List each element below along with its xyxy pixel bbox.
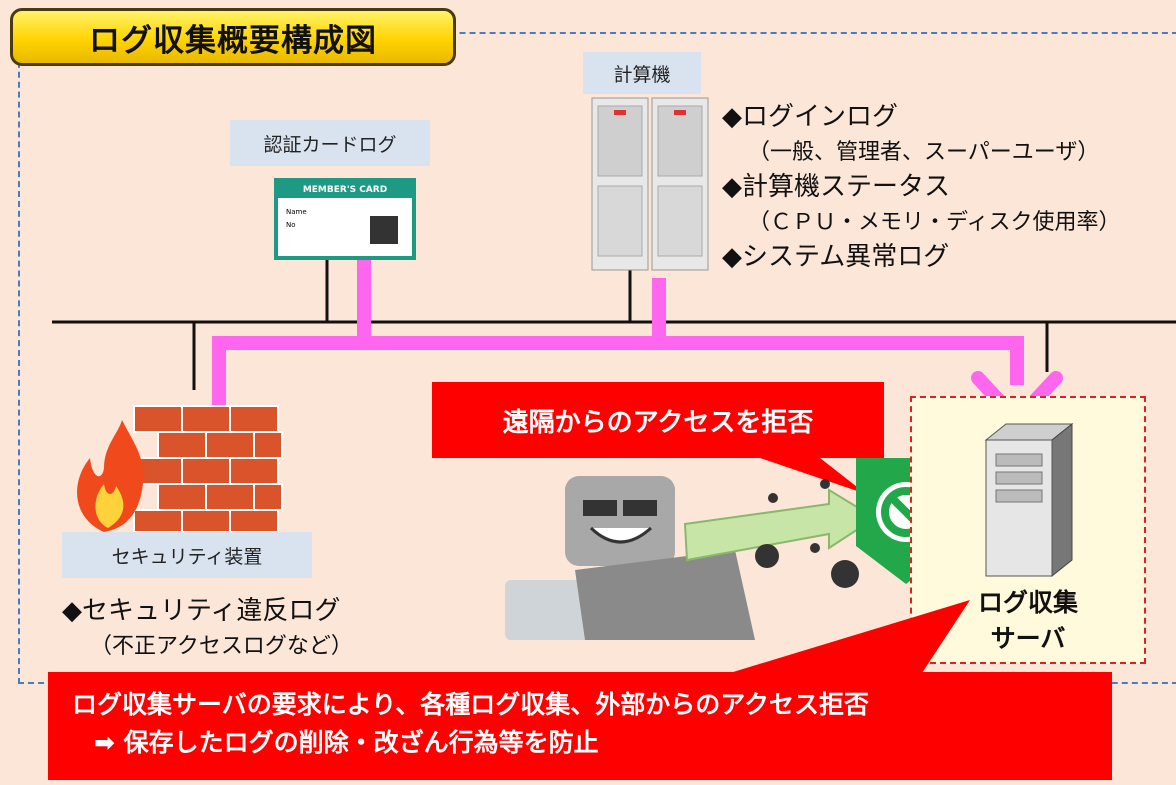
diagram-title: ログ収集概要構成図: [10, 8, 456, 66]
remote-callout-pointer: [760, 458, 866, 494]
remote-access-denied-callout: 遠隔からのアクセスを拒否: [432, 382, 884, 458]
card-chip: [370, 216, 398, 244]
member-card-icon: MEMBER'S CARD Name No: [274, 178, 416, 260]
computer-log-status-note: （ＣＰＵ・メモリ・ディスク使用率）: [748, 210, 1121, 235]
log-server-label-line2: サーバ: [990, 624, 1066, 653]
summary-callout-pointer: [720, 600, 970, 676]
log-server-label: ログ収集 サーバ: [910, 585, 1146, 657]
security-violation-log: ◆セキュリティ違反ログ: [62, 596, 341, 626]
summary-line1: ログ収集サーバの要求により、各種ログ収集、外部からのアクセス拒否: [72, 690, 870, 719]
computer-log-login-note: （一般、管理者、スーパーユーザ）: [748, 140, 1100, 165]
summary-callout: ログ収集サーバの要求により、各種ログ収集、外部からのアクセス拒否 ➡ 保存したロ…: [48, 672, 1112, 780]
robot-attacker-icon: [505, 476, 877, 640]
card-no-field: No: [286, 221, 296, 229]
computer-log-status: ◆計算機ステータス: [722, 172, 950, 202]
log-server-label-line1: ログ収集: [977, 588, 1078, 617]
log-server-icon: [984, 422, 1074, 578]
computer-rack-icon: [591, 97, 709, 271]
summary-line2: ➡ 保存したログの削除・改ざん行為等を防止: [94, 728, 599, 757]
computer-label: 計算機: [583, 52, 701, 94]
card-header: MEMBER'S CARD: [278, 182, 412, 198]
security-violation-log-note: （不正アクセスログなど）: [90, 634, 353, 659]
spark-icons: [755, 479, 859, 588]
computer-log-login: ◆ログインログ: [722, 102, 898, 132]
computer-log-system-error: ◆システム異常ログ: [722, 242, 950, 272]
card-name-field: Name: [286, 208, 307, 216]
fire-icon: [77, 420, 144, 532]
security-device-label: セキュリティ装置: [62, 532, 312, 578]
firewall-icon: [77, 405, 283, 533]
auth-card-label: 認証カードログ: [230, 120, 430, 166]
